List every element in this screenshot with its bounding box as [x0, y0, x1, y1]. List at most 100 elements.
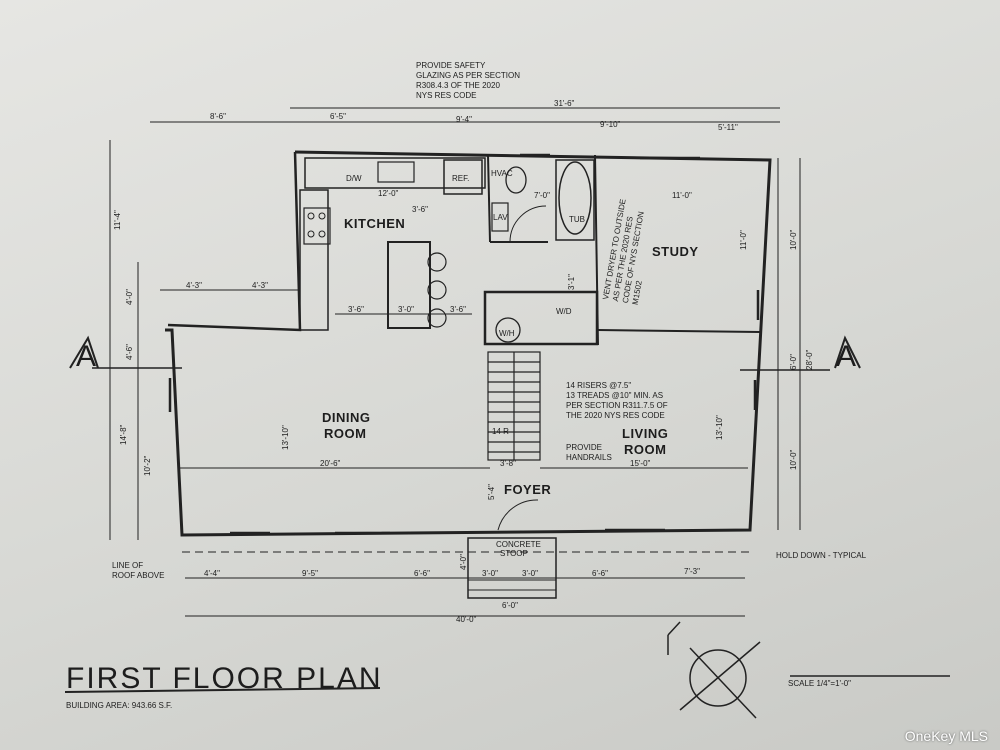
dim-island-b: 3'-0" [398, 305, 414, 314]
dim-top-1: 8'-6" [210, 112, 226, 121]
note-roof-line: LINE OF ROOF ABOVE [112, 561, 164, 580]
plan-scale: SCALE 1/4"=1'-0" [788, 679, 851, 688]
dim-living-width: 15'-0" [630, 459, 651, 468]
entry-door-swing [497, 499, 539, 531]
label-dishwasher: D/W [346, 174, 362, 183]
kitchen-sink [377, 161, 415, 183]
label-tub: TUB [569, 215, 585, 224]
dim-overall-bottom: 40'-0" [456, 615, 477, 624]
dim-dining-height: 13'-10" [281, 425, 290, 450]
note-handrails: PROVIDE HANDRAILS [566, 443, 612, 462]
room-label-foyer: FOYER [504, 482, 551, 497]
title-underline [64, 687, 381, 693]
dim-left-40: 4'-0" [125, 289, 134, 305]
room-label-dining-2: ROOM [324, 426, 366, 441]
dim-bottom-7: 7'-3" [684, 567, 700, 576]
svg-text:13 TREADS @10" MIN. AS: 13 TREADS @10" MIN. AS [566, 391, 663, 400]
dim-stair-31: 3'-1" [567, 274, 576, 290]
range [303, 207, 331, 245]
room-label-study: STUDY [652, 244, 699, 259]
dim-stair-width: 3'-8" [500, 459, 516, 468]
svg-text:PER SECTION R311.7.5 OF: PER SECTION R311.7.5 OF [566, 401, 668, 410]
dim-right-100b: 10'-0" [789, 449, 798, 470]
kitchen-west-wall [167, 151, 302, 332]
svg-text:R308.4.3 OF THE 2020: R308.4.3 OF THE 2020 [416, 81, 500, 90]
stool-2 [427, 280, 447, 300]
lavatory [491, 202, 509, 232]
svg-text:STOOP: STOOP [500, 549, 528, 558]
dim-dining-width: 20'-6" [320, 459, 341, 468]
dim-stoop-40: 4'-0" [459, 554, 468, 570]
dim-right-280: 28'-0" [805, 349, 814, 370]
room-label-living-2: ROOM [624, 442, 666, 457]
dim-study-11: 11'-0" [672, 191, 692, 200]
svg-text:HANDRAILS: HANDRAILS [566, 453, 612, 462]
label-hvac: HVAC [491, 169, 513, 178]
svg-text:PROVIDE SAFETY: PROVIDE SAFETY [416, 61, 486, 70]
note-stair-risers: 14 R [492, 427, 509, 436]
svg-text:NYS RES CODE: NYS RES CODE [416, 91, 476, 100]
toilet [505, 166, 527, 194]
label-water-heater: W/H [499, 329, 515, 338]
dim-study-height: 11'-0" [739, 230, 748, 250]
svg-text:CONCRETE: CONCRETE [496, 540, 541, 549]
bath-wall-west [487, 154, 491, 243]
dim-bath-70: 7'-0" [534, 191, 550, 200]
dim-right-60: 6'-0" [789, 354, 798, 370]
svg-text:GLAZING AS PER SECTION: GLAZING AS PER SECTION [416, 71, 520, 80]
svg-text:PROVIDE: PROVIDE [566, 443, 602, 452]
bathtub [558, 161, 592, 235]
dim-living-height: 13'-10" [715, 415, 724, 440]
section-mark-left [69, 335, 99, 369]
dim-kitchen-12: 12'-0" [378, 189, 399, 198]
laundry-closet [483, 290, 599, 346]
dim-kitchen-36: 3'-6" [412, 205, 428, 214]
room-label-dining-1: DINING [322, 410, 371, 425]
section-label-left: A [76, 340, 96, 373]
dim-island-a: 3'-6" [348, 305, 364, 314]
stair [487, 351, 541, 461]
burner-2 [318, 212, 326, 220]
watermark: OneKey MLS [904, 728, 988, 744]
svg-text:LINE OF: LINE OF [112, 561, 143, 570]
dim-bottom-5: 3'-0" [522, 569, 538, 578]
dim-right-100: 10'-0" [789, 229, 798, 250]
svg-text:THE 2020 NYS RES CODE: THE 2020 NYS RES CODE [566, 411, 665, 420]
section-label-right: A [836, 340, 856, 373]
bath-door-swing [509, 205, 547, 243]
concrete-stoop [467, 537, 557, 599]
dim-bottom-3: 6'-6" [414, 569, 430, 578]
kitchen-island [387, 241, 431, 329]
stool-1 [427, 252, 447, 272]
dim-overall-top: 31'-6" [554, 99, 575, 108]
dim-bottom-2: 9'-5" [302, 569, 318, 578]
svg-text:14 RISERS @7.5": 14 RISERS @7.5" [566, 381, 631, 390]
dim-left-43b: 4'-3" [252, 281, 268, 290]
kitchen-counter-top [304, 157, 486, 189]
dim-island-c: 3'-6" [450, 305, 466, 314]
dim-left-102: 10'-2" [143, 455, 152, 476]
windows [168, 153, 760, 535]
dim-bottom-4: 3'-0" [482, 569, 498, 578]
stool-3 [427, 308, 447, 328]
burner-1 [307, 212, 315, 220]
dim-bottom-6: 6'-6" [592, 569, 608, 578]
burner-4 [318, 230, 326, 238]
north-arrow-icon [667, 621, 761, 719]
room-label-kitchen: KITCHEN [344, 216, 405, 231]
svg-text:M1502: M1502 [631, 279, 644, 305]
note-stoop: CONCRETE STOOP [496, 540, 541, 558]
dim-top-5: 5'-11" [718, 123, 738, 132]
dim-left-148: 14'-8" [119, 424, 128, 445]
label-refrigerator: REF. [452, 174, 469, 183]
label-washer-dryer: W/D [556, 307, 572, 316]
dim-top-3: 9'-4" [456, 115, 472, 124]
dim-left-114: 11'-4" [113, 210, 122, 230]
dim-top-4: 9'-10" [600, 120, 621, 129]
kitchen-counter-side [299, 189, 329, 331]
dim-left-43a: 4'-3" [186, 281, 202, 290]
note-safety-glazing: PROVIDE SAFETY GLAZING AS PER SECTION R3… [416, 61, 520, 100]
refrigerator [443, 159, 483, 195]
